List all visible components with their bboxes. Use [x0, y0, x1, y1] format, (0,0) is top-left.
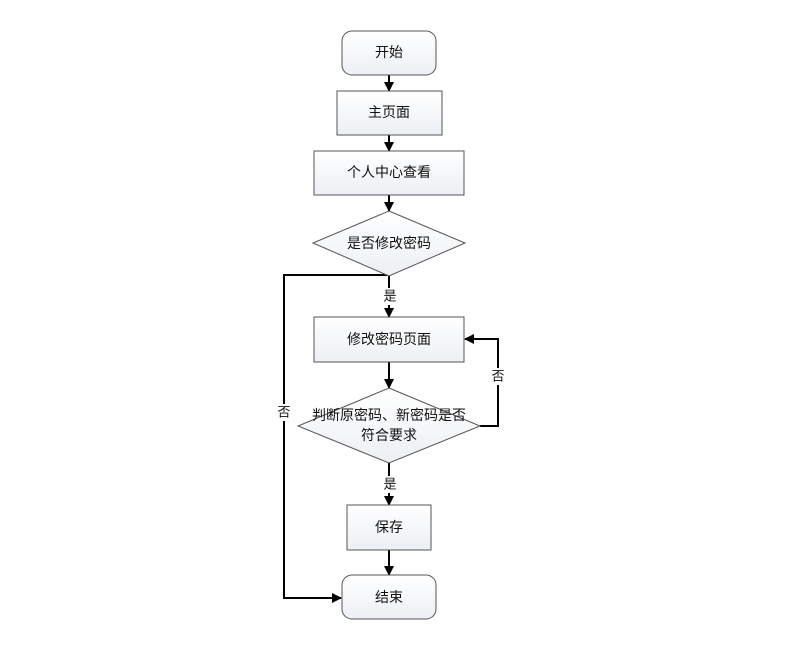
- validate-password-decision-line2: 符合要求: [361, 428, 417, 444]
- change-password-page-label: 修改密码页面: [347, 331, 431, 348]
- end-node-label: 结束: [375, 590, 403, 606]
- label-valid-yes: 是: [383, 478, 396, 493]
- home-node: 主页面: [336, 90, 443, 136]
- validate-password-decision: 判断原密码、新密码是否 符合要求: [296, 387, 482, 464]
- label-valid-no: 否: [491, 370, 504, 385]
- start-node-label: 开始: [375, 45, 403, 61]
- change-password-decision-label: 是否修改密码: [347, 235, 431, 252]
- label-change-no: 否: [277, 406, 290, 421]
- save-node: 保存: [346, 504, 432, 551]
- validate-password-decision-line1: 判断原密码、新密码是否: [312, 407, 466, 424]
- profile-node-label: 个人中心查看: [347, 165, 431, 181]
- change-password-page-node: 修改密码页面: [313, 316, 465, 363]
- end-node: 结束: [341, 574, 437, 620]
- label-change-yes: 是: [383, 290, 396, 305]
- start-node: 开始: [341, 30, 437, 76]
- change-password-decision: 是否修改密码: [311, 210, 467, 277]
- edge-decision-no: [283, 274, 389, 603]
- profile-node: 个人中心查看: [313, 150, 465, 196]
- home-node-label: 主页面: [368, 105, 410, 121]
- save-node-label: 保存: [375, 520, 403, 536]
